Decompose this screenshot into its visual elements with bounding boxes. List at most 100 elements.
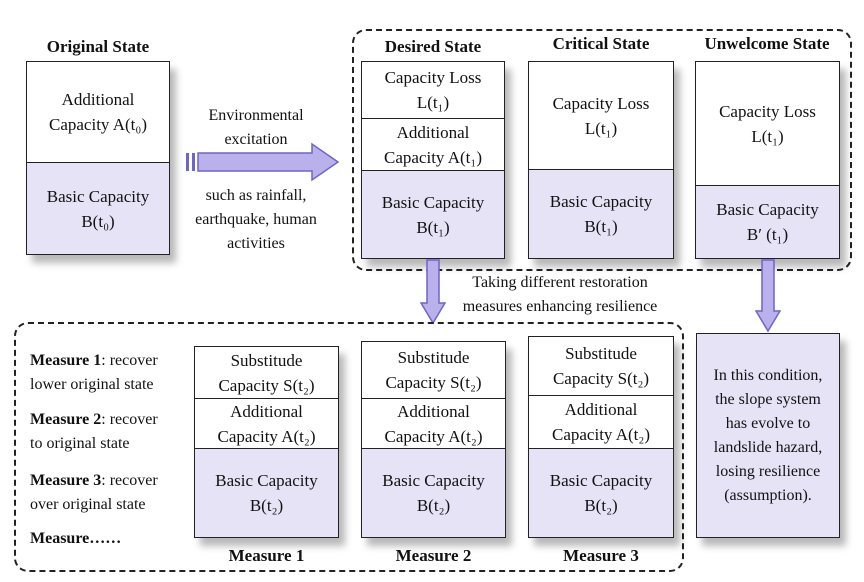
seg-line: Capacity Loss: [384, 68, 482, 87]
loss-line: In this condition,: [713, 366, 823, 384]
seg-line: Additional: [564, 400, 638, 419]
excitation-line: earthquake, human: [195, 211, 317, 228]
desired-additional-capacity: Additional Capacity A(t₁): [362, 118, 504, 170]
seg-line: Additional: [397, 401, 470, 421]
seg-line: Basic Capacity: [549, 192, 653, 211]
seg-line: Capacity S(t₂): [218, 375, 315, 395]
unwelcome-capacity-loss: Capacity Loss L(t₁): [696, 62, 839, 185]
seg-line: B(t₂): [249, 496, 284, 515]
critical-state-box: Capacity Loss L(t₁) Basic Capacity B(t₁): [528, 61, 674, 259]
measure-2-additional: Additional Capacity A(t₂): [362, 398, 505, 448]
seg-line: Basic Capacity: [381, 192, 485, 212]
desired-basic-capacity: Basic Capacity B(t₁): [362, 170, 504, 258]
excitation-line: Environmental: [208, 107, 304, 124]
critical-basic-capacity: Basic Capacity B(t₁): [529, 169, 673, 258]
seg-line: Capacity S(t₂): [552, 369, 650, 388]
excitation-line: activities: [227, 235, 285, 252]
measure-2-basic: Basic Capacity B(t₂): [362, 448, 505, 537]
seg-line: Capacity A(t₂): [384, 426, 483, 446]
seg-line: B(t₂): [416, 496, 451, 515]
loss-line: losing resilience: [715, 462, 821, 480]
loss-line: (assumption).: [724, 486, 812, 504]
resilience-loss-text: In this condition, the slope system has …: [697, 334, 839, 537]
desired-state-box: Capacity Loss L(t₁) Additional Capacity …: [361, 61, 505, 259]
seg-line: Basic Capacity: [46, 186, 150, 206]
seg-line: L(t₁): [584, 118, 618, 138]
seg-line: Capacity Loss: [552, 93, 650, 113]
measure-bold: Measure 1: [30, 352, 102, 369]
measure-3-text-line2: over original state: [30, 496, 146, 513]
original-additional-capacity: Additional Capacity A(t₀): [27, 62, 169, 162]
excitation-line: such as rainfall,: [205, 187, 307, 204]
measure-1-additional: Additional Capacity A(t₂): [195, 398, 338, 448]
loss-line: has evolve to: [725, 414, 811, 432]
excitation-label: Environmental excitation: [186, 104, 326, 152]
desired-state-title: Desired State: [384, 37, 482, 56]
measure-1-box: Substitude Capacity S(t₂) Additional Cap…: [194, 346, 339, 538]
seg-line: Additional: [230, 401, 303, 421]
measure-1-title: Measure 1: [228, 546, 305, 565]
seg-line: Capacity A(t₁): [384, 147, 482, 167]
measure-2-box: Substitude Capacity S(t₂) Additional Cap…: [361, 341, 506, 538]
seg-line: Additional: [61, 90, 135, 109]
measure-2-title: Measure 2: [395, 546, 472, 565]
excitation-examples: such as rainfall, earthquake, human acti…: [186, 184, 326, 256]
measure-3-text: Measure 3: recover: [30, 469, 158, 493]
seg-line: B(t₁): [416, 217, 450, 237]
seg-line: B(t₀): [81, 211, 115, 231]
seg-line: Additional: [396, 122, 470, 142]
measure-rest: : recover: [101, 352, 158, 369]
hazard-arrow: [755, 259, 781, 333]
loss-line: landslide hazard,: [713, 438, 823, 456]
restoration-line: measures enhancing resilience: [462, 298, 658, 315]
unwelcome-state-title: Unwelcome State: [704, 34, 830, 53]
measure-etc-text: Measure……: [30, 527, 121, 551]
measure-3-basic: Basic Capacity B(t₂): [529, 448, 673, 537]
restoration-arrow: [420, 259, 446, 325]
seg-line: B(t₂): [584, 496, 618, 515]
measure-1-substitude: Substitude Capacity S(t₂): [195, 347, 338, 398]
seg-line: Basic Capacity: [549, 471, 653, 490]
measures-dashed-region: [14, 322, 684, 572]
measure-1-text: Measure 1: recover: [30, 349, 158, 373]
resilience-loss-box: In this condition, the slope system has …: [696, 333, 840, 538]
measure-2-text-line2: to original state: [30, 435, 130, 452]
original-state-box: Additional Capacity A(t₀) Basic Capacity…: [26, 61, 170, 255]
seg-line: Capacity A(t₂): [552, 425, 650, 444]
loss-line: the slope system: [715, 390, 821, 408]
measure-2-text: Measure 2: recover: [30, 408, 158, 432]
measure-1-basic: Basic Capacity B(t₂): [195, 448, 338, 537]
states-dashed-region: [352, 29, 852, 271]
measure-rest: : recover: [101, 411, 158, 428]
seg-line: B′ (t₁): [746, 225, 789, 244]
restoration-line: Taking different restoration: [472, 274, 648, 291]
measure-3-substitude: Substitude Capacity S(t₂): [529, 337, 673, 395]
desired-capacity-loss: Capacity Loss L(t₁): [362, 62, 504, 118]
seg-line: Basic Capacity: [716, 200, 819, 219]
seg-line: Capacity A(t₀): [49, 115, 147, 134]
measure-2-substitude: Substitude Capacity S(t₂): [362, 342, 505, 398]
original-basic-capacity: Basic Capacity B(t₀): [27, 162, 169, 254]
seg-line: Capacity A(t₂): [217, 426, 316, 446]
critical-state-title: Critical State: [552, 34, 650, 53]
seg-line: Basic Capacity: [382, 471, 485, 490]
seg-line: Substitude: [397, 348, 470, 367]
measure-3-box: Substitude Capacity S(t₂) Additional Cap…: [528, 336, 674, 538]
measure-3-title: Measure 3: [563, 546, 639, 565]
original-state-title: Original State: [46, 37, 150, 56]
measure-3-additional: Additional Capacity A(t₂): [529, 395, 673, 448]
excitation-line: excitation: [224, 131, 288, 148]
excitation-arrow: [186, 142, 340, 182]
seg-line: L(t₁): [751, 126, 784, 146]
seg-line: B(t₁): [584, 217, 618, 236]
measure-bold: Measure……: [30, 530, 122, 547]
seg-line: Basic Capacity: [215, 471, 318, 490]
seg-line: L(t₁): [416, 93, 450, 112]
unwelcome-basic-capacity: Basic Capacity B′ (t₁): [696, 185, 839, 258]
unwelcome-state-box: Capacity Loss L(t₁) Basic Capacity B′ (t…: [695, 61, 840, 259]
seg-line: Capacity S(t₂): [385, 373, 482, 392]
restoration-label: Taking different restoration measures en…: [440, 271, 680, 319]
measure-rest: : recover: [101, 472, 158, 489]
critical-capacity-loss: Capacity Loss L(t₁): [529, 62, 673, 169]
measure-bold: Measure 3: [30, 472, 102, 489]
